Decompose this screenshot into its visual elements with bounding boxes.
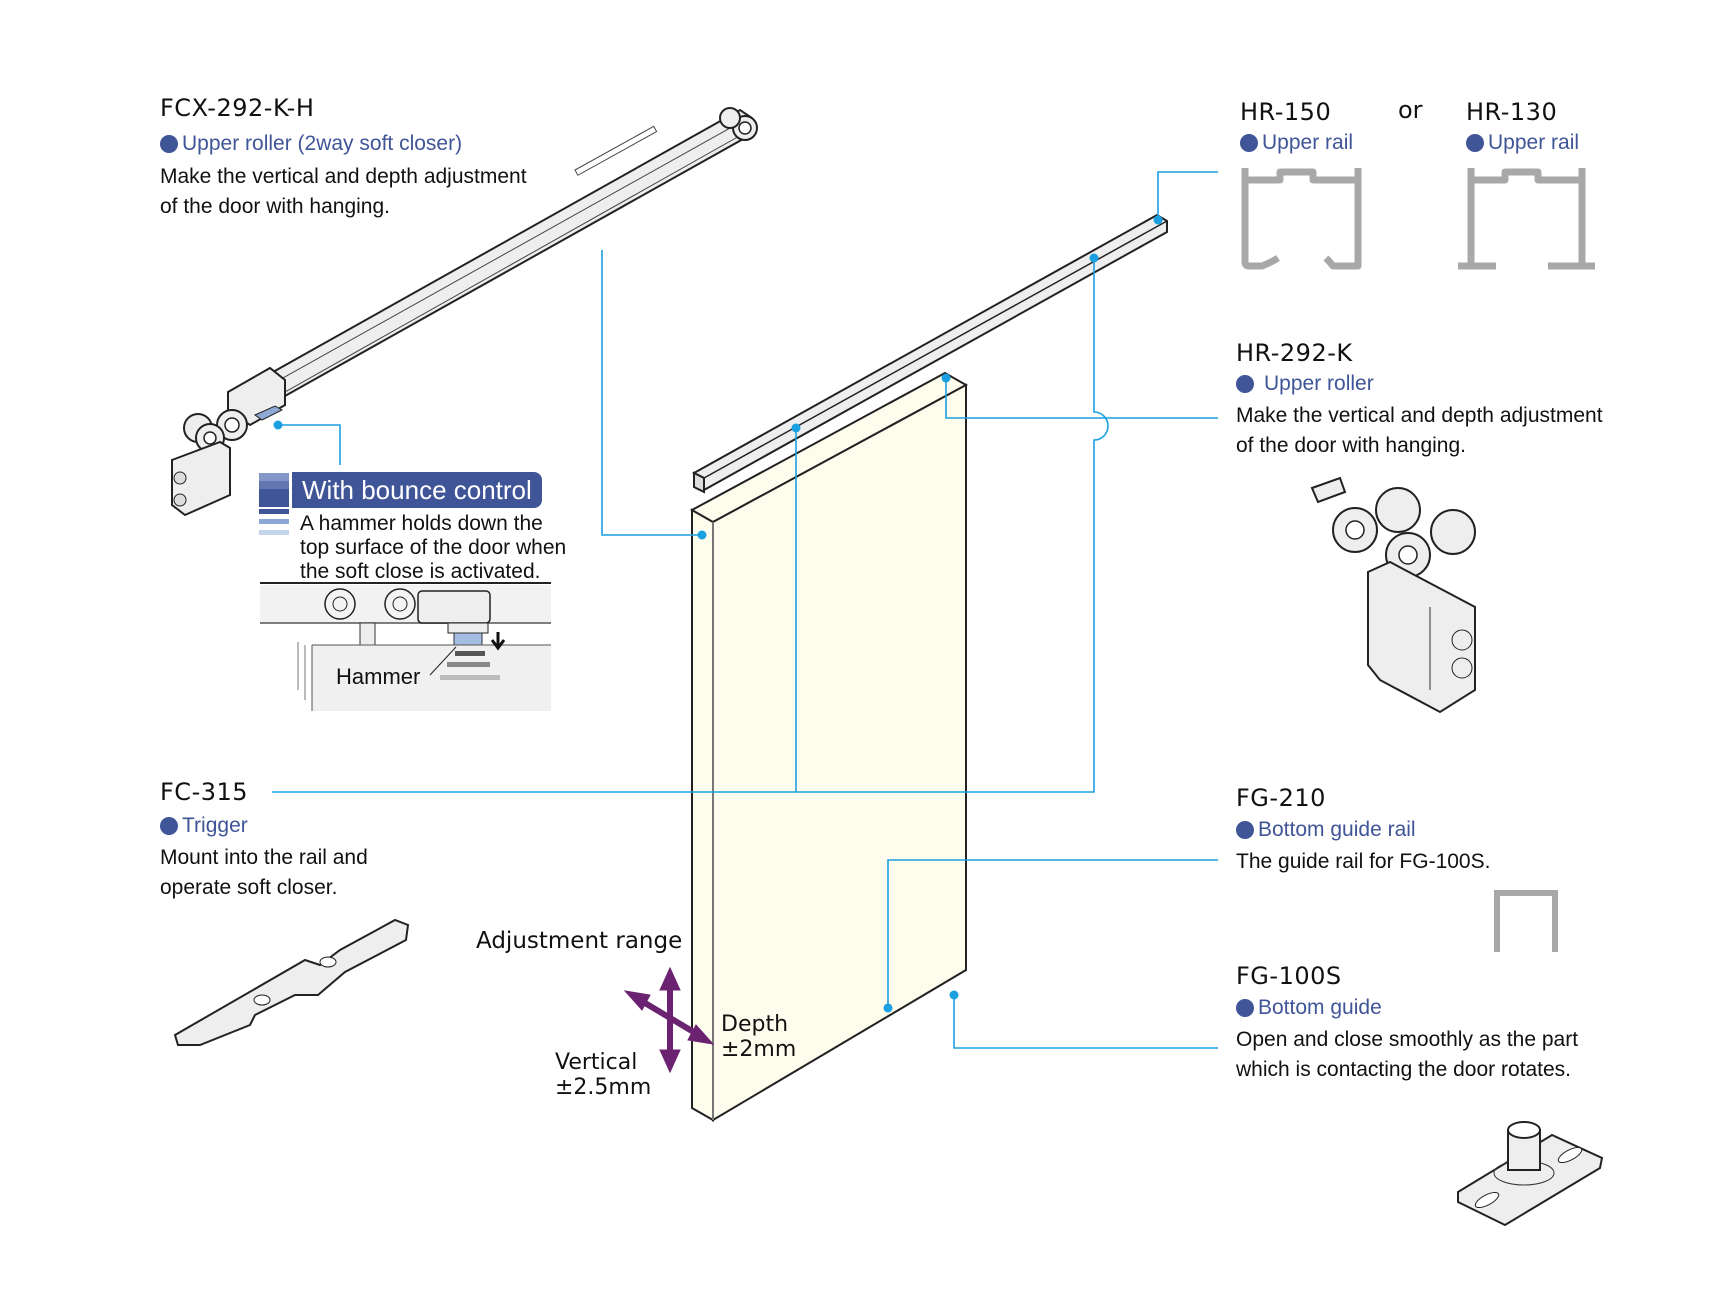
description-line: Mount into the rail and <box>160 846 368 869</box>
bottom-guide-rail-illustration <box>691 213 1168 494</box>
fcx-292-k-h-category: Upper roller (2way soft closer) <box>160 132 462 156</box>
fcx-292-k-h-illustration <box>171 107 758 517</box>
fg-210-category: Bottom guide rail <box>1236 818 1416 842</box>
vertical-label: Vertical <box>555 1050 638 1075</box>
hr-292-k-illustration <box>1310 476 1476 714</box>
adjustment-arrows-icon <box>623 966 715 1074</box>
depth-label: Depth <box>721 1012 789 1037</box>
fc-315-category: Trigger <box>160 814 248 838</box>
description-line: of the door with hanging. <box>160 195 390 218</box>
bullet-dot-icon <box>1236 375 1254 393</box>
vertical-value: ±2.5mm <box>555 1075 652 1100</box>
depth-adjustment: Depth ±2mm <box>721 1012 796 1062</box>
fg-100s-illustration <box>1457 1121 1604 1227</box>
bounce-badge-icon <box>259 473 289 535</box>
leader-lines <box>272 171 1218 1049</box>
hr-292-k-category-text: Upper roller <box>1264 372 1374 395</box>
fc-315-code: FC-315 <box>160 778 249 806</box>
bounce-control-title: With bounce control <box>292 472 542 508</box>
bullet-dot-icon <box>160 135 178 153</box>
description-line: which is contacting the door rotates. <box>1236 1058 1572 1081</box>
fc-315-category-text: Trigger <box>182 814 248 837</box>
fg-100s-description: Open and close smoothly as the part whic… <box>1236 1025 1578 1085</box>
fg-100s-code: FG-100S <box>1236 962 1342 990</box>
hr-150-category: Upper rail <box>1240 131 1353 155</box>
depth-value: ±2mm <box>721 1037 797 1062</box>
hammer-detail-illustration <box>260 582 551 711</box>
description-line: Open and close smoothly as the part <box>1236 1028 1579 1051</box>
hr-130-profile-illustration <box>1458 168 1595 270</box>
description-line: Make the vertical and depth adjustment <box>160 165 527 188</box>
hr-130-category: Upper rail <box>1466 131 1579 155</box>
hr-150-category-text: Upper rail <box>1262 131 1354 154</box>
fg-210-description: The guide rail for FG-100S. <box>1236 847 1490 877</box>
description-line: of the door with hanging. <box>1236 434 1466 457</box>
down-arrow-icon <box>490 632 506 651</box>
fg-210-code: FG-210 <box>1236 784 1326 812</box>
hr-292-k-description: Make the vertical and depth adjustment o… <box>1236 401 1603 461</box>
or-label: or <box>1398 96 1423 124</box>
vertical-adjustment: Vertical ±2.5mm <box>555 1050 651 1100</box>
hr-292-k-code: HR-292-K <box>1236 339 1353 367</box>
description-line: the soft close is activated. <box>300 560 541 583</box>
description-line: A hammer holds down the <box>300 512 543 535</box>
bullet-dot-icon <box>160 817 178 835</box>
bullet-dot-icon <box>1466 134 1484 152</box>
bounce-control-description: A hammer holds down the top surface of t… <box>300 512 566 584</box>
bullet-dot-icon <box>1236 999 1254 1017</box>
fc-315-description: Mount into the rail and operate soft clo… <box>160 843 368 903</box>
hammer-label: Hammer <box>336 664 421 689</box>
hr-150-profile-illustration <box>1241 168 1362 270</box>
fcx-292-k-h-code: FCX-292-K-H <box>160 94 315 122</box>
description-line: operate soft closer. <box>160 876 338 899</box>
fcx-292-k-h-description: Make the vertical and depth adjustment o… <box>160 162 527 222</box>
fcx-292-k-h-category-text: Upper roller (2way soft closer) <box>182 132 463 155</box>
hr-130-category-text: Upper rail <box>1488 131 1580 154</box>
hr-150-code: HR-150 <box>1240 98 1332 126</box>
fg-210-profile-illustration <box>1494 890 1558 952</box>
description-line: top surface of the door when <box>300 536 567 559</box>
bullet-dot-icon <box>1240 134 1258 152</box>
fc-315-illustration <box>173 918 410 1046</box>
fg-100s-category: Bottom guide <box>1236 996 1382 1020</box>
bullet-dot-icon <box>1236 821 1254 839</box>
fg-210-category-text: Bottom guide rail <box>1258 818 1416 841</box>
door-illustration <box>689 371 969 1122</box>
fg-100s-category-text: Bottom guide <box>1258 996 1382 1019</box>
description-line: The guide rail for FG-100S. <box>1236 850 1491 873</box>
adjustment-range-title: Adjustment range <box>476 928 683 954</box>
leader-dots <box>273 215 1163 1013</box>
description-line: Make the vertical and depth adjustment <box>1236 404 1603 427</box>
hr-130-code: HR-130 <box>1466 98 1558 126</box>
hr-292-k-category: Upper roller <box>1236 372 1374 396</box>
